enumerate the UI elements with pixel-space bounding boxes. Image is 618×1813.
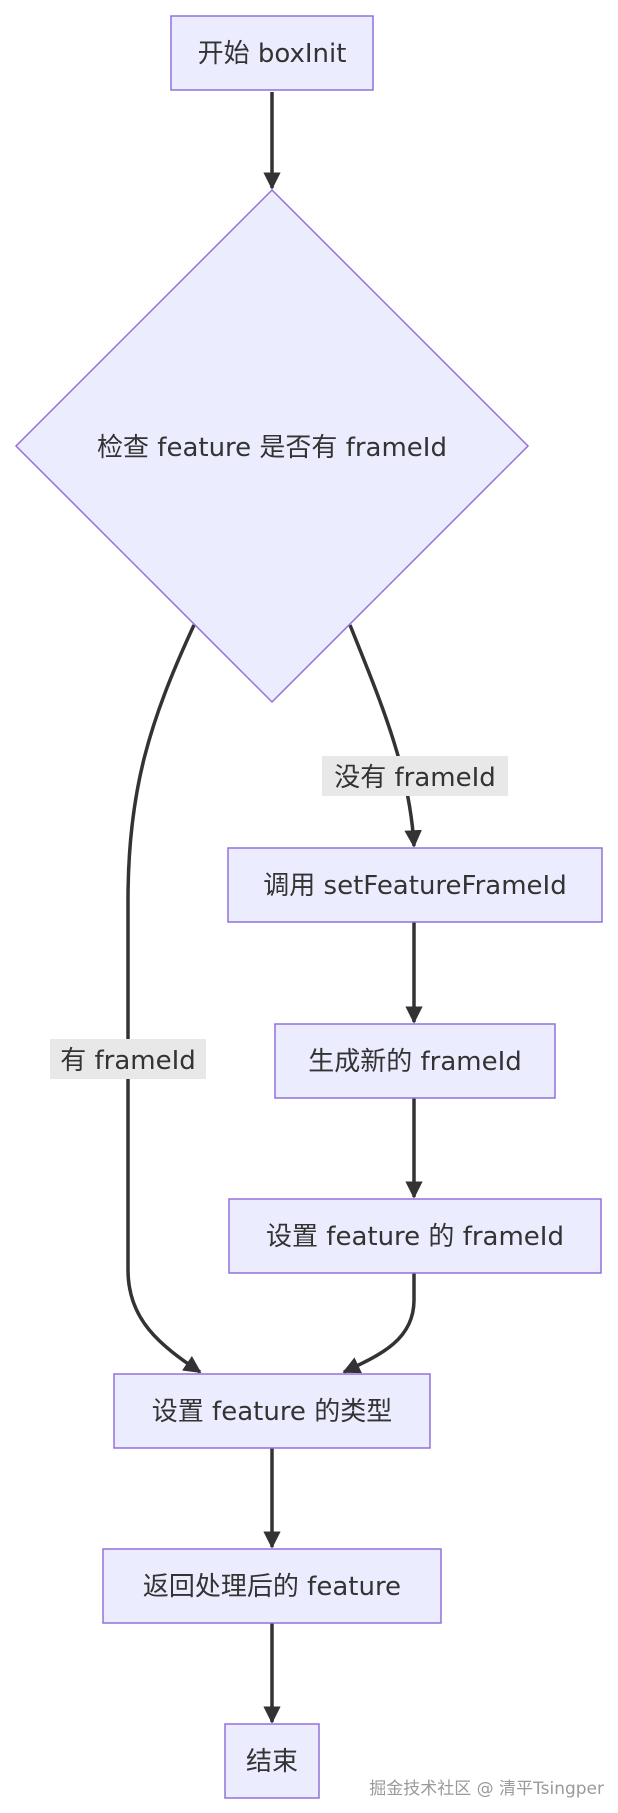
edge-decision-to-set-type [126, 624, 202, 1374]
node-start: 开始 boxInit [170, 15, 374, 91]
node-return: 返回处理后的 feature [102, 1548, 442, 1624]
edge-label-has-frame: 有 frameId [50, 1039, 206, 1079]
edge-decision-to-call-set [348, 624, 422, 848]
node-set-type: 设置 feature 的类型 [113, 1373, 431, 1449]
edge-set-frame-to-set-type [342, 1272, 416, 1374]
edge-label-has-frame-text: 有 frameId [60, 1046, 196, 1076]
edge-label-no-frame: 没有 frameId [322, 756, 508, 796]
node-end: 结束 [224, 1723, 320, 1799]
node-set-frame-label: 设置 feature 的 frameId [266, 1222, 564, 1252]
node-end-label: 结束 [246, 1747, 298, 1777]
edge-label-no-frame-text: 没有 frameId [334, 763, 496, 793]
node-start-label: 开始 boxInit [198, 39, 347, 69]
edges [126, 92, 423, 1724]
node-gen-new: 生成新的 frameId [274, 1023, 556, 1099]
node-return-label: 返回处理后的 feature [143, 1572, 401, 1602]
node-set-type-label: 设置 feature 的类型 [152, 1397, 392, 1427]
watermark-text: 掘金技术社区 @ 清平Tsingper [369, 1779, 604, 1799]
node-decision-label: 检查 feature 是否有 frameId [97, 433, 447, 463]
node-call-set: 调用 setFeatureFrameId [227, 847, 603, 923]
node-gen-new-label: 生成新的 frameId [308, 1047, 522, 1077]
node-set-frame: 设置 feature 的 frameId [228, 1198, 602, 1274]
node-call-set-label: 调用 setFeatureFrameId [263, 871, 566, 901]
node-decision: 检查 feature 是否有 frameId [14, 188, 530, 704]
